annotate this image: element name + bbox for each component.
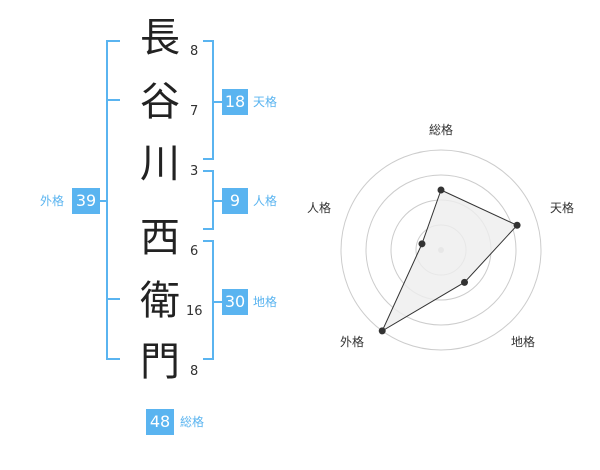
chikaku-badge: 30: [222, 289, 248, 315]
radar-chart: 総格 天格 地格 外格 人格: [307, 122, 574, 351]
jinkaku-label: 人格: [253, 194, 278, 208]
stroke-count-6: 8: [190, 364, 199, 379]
soukaku-label: 総格: [180, 415, 205, 429]
name-char-3: 川: [140, 141, 180, 187]
gaikaku-bracket-tick-top: [106, 99, 120, 101]
radar-ring: [340, 149, 542, 351]
soukaku-badge: 48: [146, 409, 174, 435]
chikaku-label: 地格: [253, 295, 278, 309]
stroke-count-3: 3: [190, 164, 199, 179]
gaikaku-badge: 39: [72, 188, 100, 214]
gaikaku-connector: [98, 200, 108, 202]
tenkaku-label: 天格: [253, 95, 278, 109]
axis-label-jinkaku: 人格: [307, 200, 331, 215]
radar-ring: [365, 174, 517, 326]
axis-label-gaikaku: 外格: [340, 334, 364, 349]
gaikaku-label: 外格: [40, 194, 65, 208]
radar-point-2: [513, 221, 521, 229]
axis-label-tenkaku: 天格: [550, 200, 574, 215]
tenkaku-connector: [212, 101, 222, 103]
axis-label-chikaku: 地格: [511, 334, 535, 349]
gaikaku-bracket: [106, 40, 120, 360]
radar-polygon: [381, 189, 518, 333]
gaikaku-bracket-tick-bottom: [106, 298, 120, 300]
radar-point-5: [418, 240, 426, 248]
jinkaku-badge: 9: [222, 188, 248, 214]
stroke-count-5: 16: [186, 304, 203, 319]
jinkaku-connector: [212, 200, 222, 202]
name-char-1: 長: [140, 15, 180, 61]
name-char-5: 衛: [140, 278, 180, 324]
stroke-count-2: 7: [190, 104, 199, 119]
stroke-count-4: 6: [190, 244, 199, 259]
axis-label-soukaku: 総格: [429, 122, 453, 137]
radar-points: [378, 186, 521, 335]
name-char-6: 門: [140, 339, 180, 385]
tenkaku-bracket: [203, 40, 214, 160]
chikaku-bracket: [203, 240, 214, 360]
radar-point-3: [461, 278, 469, 286]
radar-point-1: [437, 186, 445, 194]
chikaku-connector: [212, 301, 222, 303]
stroke-count-1: 8: [190, 44, 199, 59]
tenkaku-badge: 18: [222, 89, 248, 115]
name-char-4: 西: [140, 215, 180, 261]
name-char-2: 谷: [140, 79, 180, 125]
radar-point-4: [378, 327, 386, 335]
